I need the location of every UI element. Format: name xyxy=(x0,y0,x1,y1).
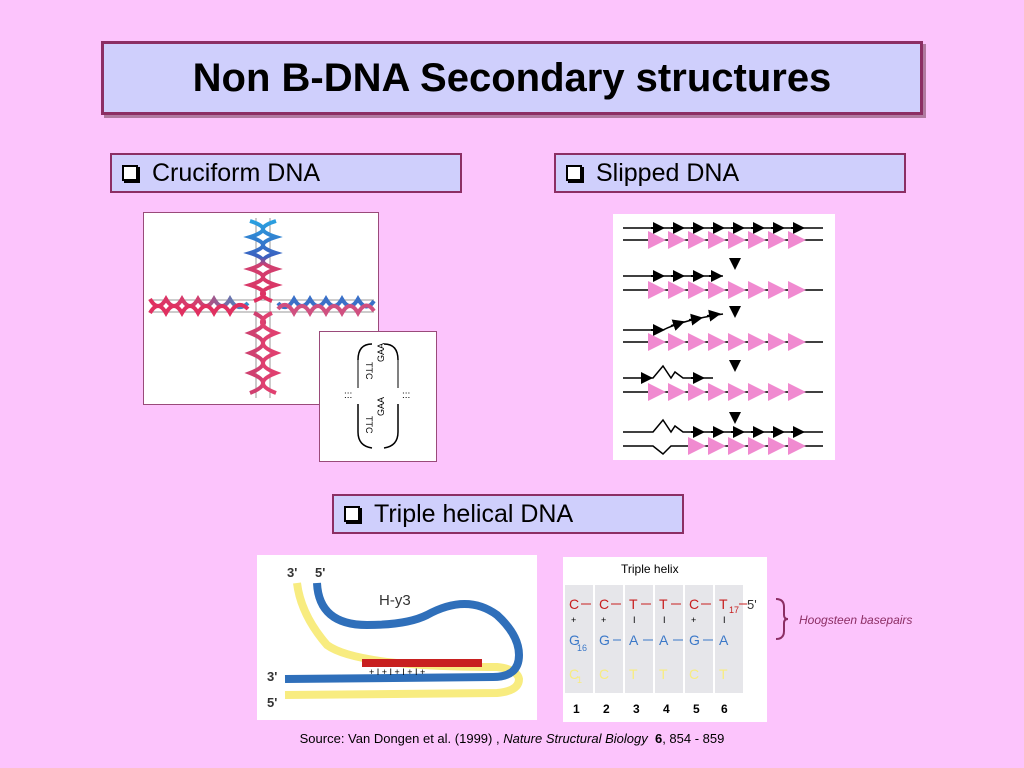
hairpin-diagram: TTC GAA TTC GAA ::: ::: xyxy=(344,343,410,449)
hy3-5prime-bottom: 5' xyxy=(267,695,277,710)
row2-base-6: A xyxy=(719,632,729,648)
source-journal: Nature Structural Biology xyxy=(503,731,648,746)
row3-subscript: 1 xyxy=(577,675,582,685)
hoogsteen-bracket xyxy=(775,598,789,640)
row1-base-1: C xyxy=(569,596,579,612)
label-cruciform: Cruciform DNA xyxy=(110,153,462,193)
col-number-3: 3 xyxy=(633,702,640,716)
triplex-hy3-image: 3' 5' H-y3 3' 5' + I + I + I + I + xyxy=(257,555,537,720)
label-triple: Triple helical DNA xyxy=(332,494,684,534)
slipped-row-1 xyxy=(623,222,823,249)
source-citation: Source: Van Dongen et al. (1999) , Natur… xyxy=(0,731,1024,746)
cruciform-image xyxy=(143,212,379,405)
row-mark-2: + xyxy=(601,615,606,625)
row1-base-4: T xyxy=(659,596,668,612)
triple-helix-table-diagram: Triple helix C C T T C T 17 5' + + I I +… xyxy=(565,562,757,716)
row-mark-6: I xyxy=(723,615,726,625)
hairpin-top-left: TTC xyxy=(364,362,374,380)
source-volume: 6 xyxy=(654,731,663,746)
label-triple-text: Triple helical DNA xyxy=(374,499,574,528)
hy3-pairs: + I + I + I + I + xyxy=(369,667,425,677)
row1-base-5: C xyxy=(689,596,699,612)
title-box: Non B-DNA Secondary structures xyxy=(101,41,923,115)
row2-base-5: G xyxy=(689,632,700,648)
row3-base-2: C xyxy=(599,666,609,682)
slipped-strand-diagram xyxy=(623,222,823,456)
hairpin-inset: TTC GAA TTC GAA ::: ::: xyxy=(319,331,437,462)
row3-base-1: C xyxy=(569,666,579,682)
hairpin-top-right: GAA xyxy=(376,343,386,362)
hairpin-pair-mark-left: ::: xyxy=(344,390,352,401)
hy3-3prime-mid: 3' xyxy=(267,669,277,684)
row-mark-4: I xyxy=(663,615,666,625)
label-cruciform-text: Cruciform DNA xyxy=(152,158,321,187)
row1-subscript: 17 xyxy=(729,605,739,615)
row1-base-6: T xyxy=(719,596,728,612)
slipped-row-5 xyxy=(623,412,823,456)
label-slipped: Slipped DNA xyxy=(554,153,906,193)
col-number-6: 6 xyxy=(721,702,728,716)
row-mark-1: + xyxy=(571,615,576,625)
row1-5prime: 5' xyxy=(747,597,757,612)
cruciform-helix-illustration xyxy=(148,218,376,398)
row2-base-1: G xyxy=(569,632,580,648)
hy3-5prime-top: 5' xyxy=(315,565,325,580)
slipped-row-2 xyxy=(623,258,823,299)
hoogsteen-label: Hoogsteen basepairs xyxy=(799,613,913,627)
checkbox-bullet-icon xyxy=(566,165,582,181)
row3-base-4: T xyxy=(659,666,668,682)
slipped-row-3 xyxy=(623,306,823,351)
col-number-4: 4 xyxy=(663,702,670,716)
triple-helix-table: Triple helix C C T T C T 17 5' + + I I +… xyxy=(563,557,767,722)
col-number-2: 2 xyxy=(603,702,610,716)
row2-base-4: A xyxy=(659,632,669,648)
col-number-5: 5 xyxy=(693,702,700,716)
row2-base-3: A xyxy=(629,632,639,648)
checkbox-bullet-icon xyxy=(344,506,360,522)
source-prefix: Source: Van Dongen et al. (1999) , xyxy=(299,731,504,746)
hairpin-bottom-left: TTC xyxy=(364,416,374,434)
hy3-3prime-top: 3' xyxy=(287,565,297,580)
row2-base-2: G xyxy=(599,632,610,648)
slipped-image xyxy=(613,214,835,460)
hy3-label: H-y3 xyxy=(379,592,411,609)
row-mark-5: + xyxy=(691,615,696,625)
page-title: Non B-DNA Secondary structures xyxy=(192,55,832,100)
slipped-row-4 xyxy=(623,360,823,401)
hairpin-pair-mark-right: ::: xyxy=(402,390,410,401)
row-mark-3: I xyxy=(633,615,636,625)
label-slipped-text: Slipped DNA xyxy=(596,158,740,187)
row2-subscript: 16 xyxy=(577,643,587,653)
row3-base-5: C xyxy=(689,666,699,682)
checkbox-bullet-icon xyxy=(122,165,138,181)
source-pages: , 854 - 859 xyxy=(662,731,725,746)
hairpin-bottom-right: GAA xyxy=(376,397,386,416)
row3-base-3: T xyxy=(629,666,638,682)
triplex-hy3-diagram: 3' 5' H-y3 3' 5' + I + I + I + I + xyxy=(267,565,524,710)
row1-base-3: T xyxy=(629,596,638,612)
row3-base-6: T xyxy=(719,666,728,682)
row1-base-2: C xyxy=(599,596,609,612)
triple-helix-title: Triple helix xyxy=(621,562,679,576)
col-number-1: 1 xyxy=(573,702,580,716)
